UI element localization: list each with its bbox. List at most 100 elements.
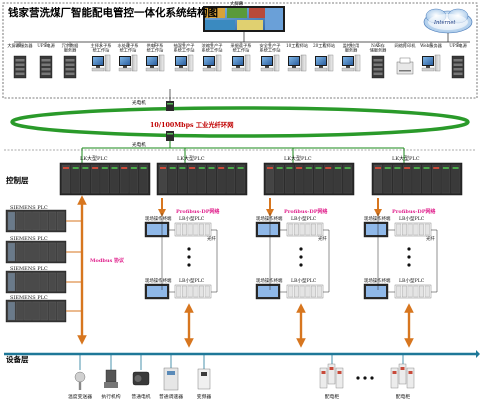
- pc-tower-icon: [215, 54, 222, 72]
- ellipsis-dot: [370, 376, 374, 380]
- server-bay: [41, 63, 51, 66]
- plc-module: [383, 164, 392, 194]
- small-plc-module: [311, 223, 316, 236]
- small-plc-module: [311, 285, 316, 298]
- terminal-screen: [366, 224, 386, 235]
- ellipsis-dot: [407, 247, 411, 251]
- device-label-line: 系统工作站: [202, 47, 223, 54]
- printer-icon: [396, 61, 414, 75]
- server-bay: [41, 72, 51, 75]
- siemens-module: [7, 211, 16, 231]
- monitor-screen: [233, 57, 243, 65]
- plc-led: [276, 167, 283, 169]
- monitor-stand: [96, 66, 100, 68]
- plc-led: [325, 167, 332, 169]
- device-label: UPS电源: [449, 42, 467, 49]
- siemens-links: [66, 220, 82, 312]
- control-layer-label: 控制层: [6, 175, 29, 185]
- big-plc-label: LK大型PLC: [392, 155, 420, 162]
- management-device: [421, 42, 441, 72]
- monitor-stand: [179, 66, 183, 68]
- device-label-line: UPS电源: [37, 42, 55, 49]
- device-label: 20工程师站: [313, 42, 335, 49]
- small-plc-label: LB小型PLC: [179, 277, 205, 284]
- siemens-module: [24, 301, 32, 321]
- big-plc-racks: [59, 162, 463, 196]
- big-plc-rack: [263, 162, 355, 196]
- monitor-screen: [120, 57, 130, 65]
- plc-led: [334, 167, 341, 169]
- small-plc-module: [294, 285, 299, 298]
- cabinet-indicator: [329, 367, 334, 370]
- small-plc-module: [299, 223, 305, 236]
- terminal-screen: [147, 224, 167, 235]
- management-device: [341, 42, 361, 72]
- device-label-line: 统工作站: [93, 47, 110, 54]
- siemens-module: [48, 301, 57, 321]
- transmitter-probe: [78, 382, 82, 390]
- plc-led: [121, 167, 128, 169]
- pc-tower-icon: [273, 54, 280, 72]
- field-device: [74, 371, 86, 390]
- bus-arrowhead: [476, 350, 480, 358]
- device-label-line: 统工作站: [147, 47, 164, 54]
- management-device: [314, 42, 334, 72]
- big-screen-label: 大屏幕: [230, 0, 244, 7]
- device-label-line: 水处理子系: [118, 42, 139, 49]
- plc-led: [160, 167, 166, 169]
- device-label: 安全生产子系统工作站: [260, 42, 281, 54]
- siemens-module: [16, 272, 24, 292]
- small-plc-module: [396, 285, 402, 298]
- device-label-line: 系统工作站: [260, 47, 281, 54]
- plc-module: [90, 164, 100, 194]
- device-label-line: 主择水子系: [91, 42, 112, 49]
- plc-module: [441, 164, 451, 194]
- server-bay: [453, 59, 463, 62]
- siemens-plc-stack: [5, 209, 67, 323]
- monitor-stand: [123, 66, 127, 68]
- profibus-label: Profibus-DP网络: [392, 208, 435, 215]
- big-plc-rack: [371, 162, 463, 196]
- siemens-module: [40, 242, 48, 262]
- siemens-module: [57, 211, 65, 231]
- siemens-module: [32, 301, 40, 321]
- small-plc-module: [316, 223, 322, 236]
- device-label-line: 20工程师站: [313, 42, 335, 49]
- keyboard-icon: [91, 67, 105, 72]
- plc-module: [343, 164, 352, 194]
- small-plc-module: [299, 285, 305, 298]
- device-label-line: 储服务器: [370, 47, 388, 54]
- plc-led: [101, 167, 108, 169]
- device-label-line: 网络打印机: [395, 42, 417, 49]
- server-bay: [41, 59, 51, 62]
- cabinet-icon: [319, 367, 328, 389]
- plc-module: [129, 164, 139, 194]
- plc-led: [296, 167, 303, 169]
- plc-led: [442, 167, 449, 169]
- big-plc-label: LK大型PLC: [177, 155, 205, 162]
- ellipsis-dot: [363, 376, 367, 380]
- cabinet-indicator: [321, 371, 326, 374]
- siemens-module: [24, 242, 32, 262]
- device-item-label: 配电柜: [325, 393, 340, 400]
- siemens-module: [7, 301, 16, 321]
- device-label-line: 采掘运子系: [231, 42, 252, 49]
- plc-led: [267, 167, 273, 169]
- plc-led: [433, 167, 440, 169]
- cabinet-icon: [406, 367, 415, 389]
- keyboard-icon: [314, 67, 328, 72]
- plc-module: [168, 164, 177, 194]
- monitor-screen: [343, 57, 353, 65]
- small-plc-module: [199, 285, 204, 298]
- device-label: 供电子系统工作站: [147, 42, 164, 54]
- transmitter-icon: [74, 371, 86, 383]
- management-device: [231, 42, 251, 72]
- plc-led: [315, 167, 322, 169]
- plc-led: [452, 167, 459, 169]
- small-plc-label: LB小型PLC: [291, 215, 317, 222]
- monitor-stand: [319, 66, 323, 68]
- plc-led: [179, 167, 186, 169]
- siemens-label: SIEMENS PLC: [10, 236, 48, 242]
- keyboard-icon: [287, 67, 301, 72]
